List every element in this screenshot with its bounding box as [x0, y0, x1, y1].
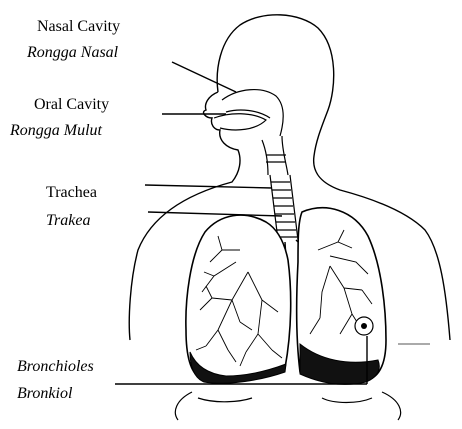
bronchioles-label: Bronchioles [17, 358, 94, 376]
rongga-mulut-label: Rongga Mulut [10, 122, 102, 140]
larynx [262, 136, 288, 175]
oral-cavity [214, 114, 266, 130]
nasal-cavity-label: Nasal Cavity [37, 18, 120, 36]
nasal-passage [222, 90, 283, 136]
left-lung [186, 215, 291, 380]
ribs [175, 392, 400, 420]
trakea-label: Trakea [46, 212, 90, 230]
bronkiol-label: Bronkiol [17, 385, 72, 403]
oral-cavity-label: Oral Cavity [34, 96, 109, 114]
rongga-nasal-label: Rongga Nasal [27, 44, 118, 62]
trachea-label: Trachea [46, 184, 97, 202]
alveolus-dot [361, 323, 367, 329]
